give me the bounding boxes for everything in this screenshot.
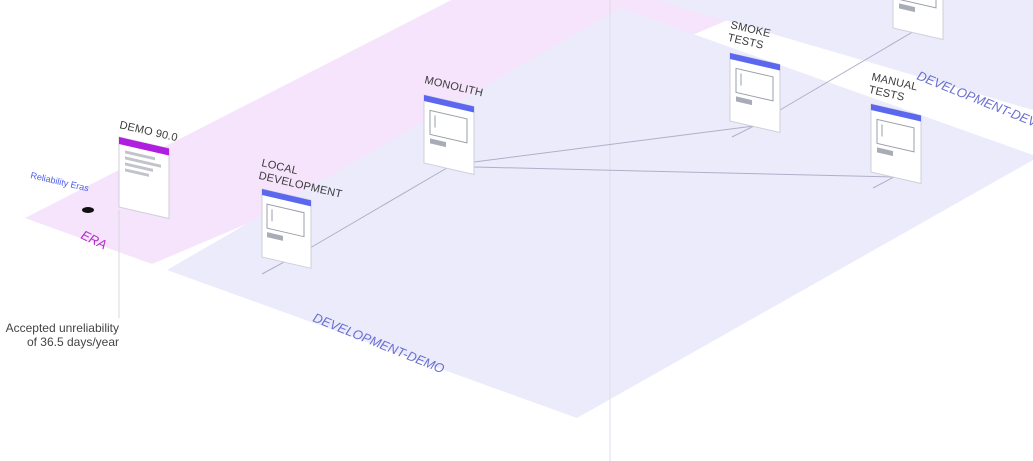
card-header [730, 53, 780, 71]
node-manual-tests[interactable] [870, 103, 922, 185]
card-body [118, 136, 170, 220]
reliability-note-line1: Accepted unreliability [5, 321, 119, 335]
era-marker-label: Reliability Eras [30, 170, 91, 193]
connector-smoke-upper [779, 29, 917, 111]
text-line-icon [125, 156, 161, 168]
card-header [119, 137, 169, 156]
card-header [424, 95, 474, 113]
node-upper-partial[interactable] [892, 0, 944, 41]
button-icon [899, 3, 915, 13]
button-icon [736, 96, 752, 106]
text-line-icon [125, 168, 149, 177]
text-line-icon [125, 150, 155, 161]
window-icon [429, 109, 468, 144]
window-icon [735, 67, 774, 102]
button-icon [267, 232, 283, 241]
card-body [892, 0, 944, 41]
node-smoke-tests[interactable] [729, 52, 781, 134]
node-local-development[interactable] [261, 188, 312, 269]
card-header [871, 104, 921, 122]
reliability-note-line2: of 36.5 days/year [26, 335, 119, 349]
development-demo-plane [167, 8, 1033, 418]
era-marker-dot[interactable] [82, 207, 94, 213]
connector-monolith-smoke [473, 125, 755, 163]
window-icon [898, 0, 937, 9]
window-icon [876, 118, 915, 153]
text-line-icon [125, 162, 153, 172]
node-demo[interactable] [118, 136, 170, 220]
reliability-note: Accepted unreliability of 36.5 days/year [0, 321, 119, 349]
card-header [262, 189, 311, 207]
button-icon [430, 138, 446, 148]
connector-smoke-tail [731, 125, 755, 138]
button-icon [877, 147, 893, 157]
window-icon [266, 203, 305, 238]
connector-manual-tail [872, 176, 895, 189]
connector-monolith-manual [473, 166, 895, 178]
node-monolith[interactable] [423, 94, 475, 176]
card-body [261, 188, 312, 269]
